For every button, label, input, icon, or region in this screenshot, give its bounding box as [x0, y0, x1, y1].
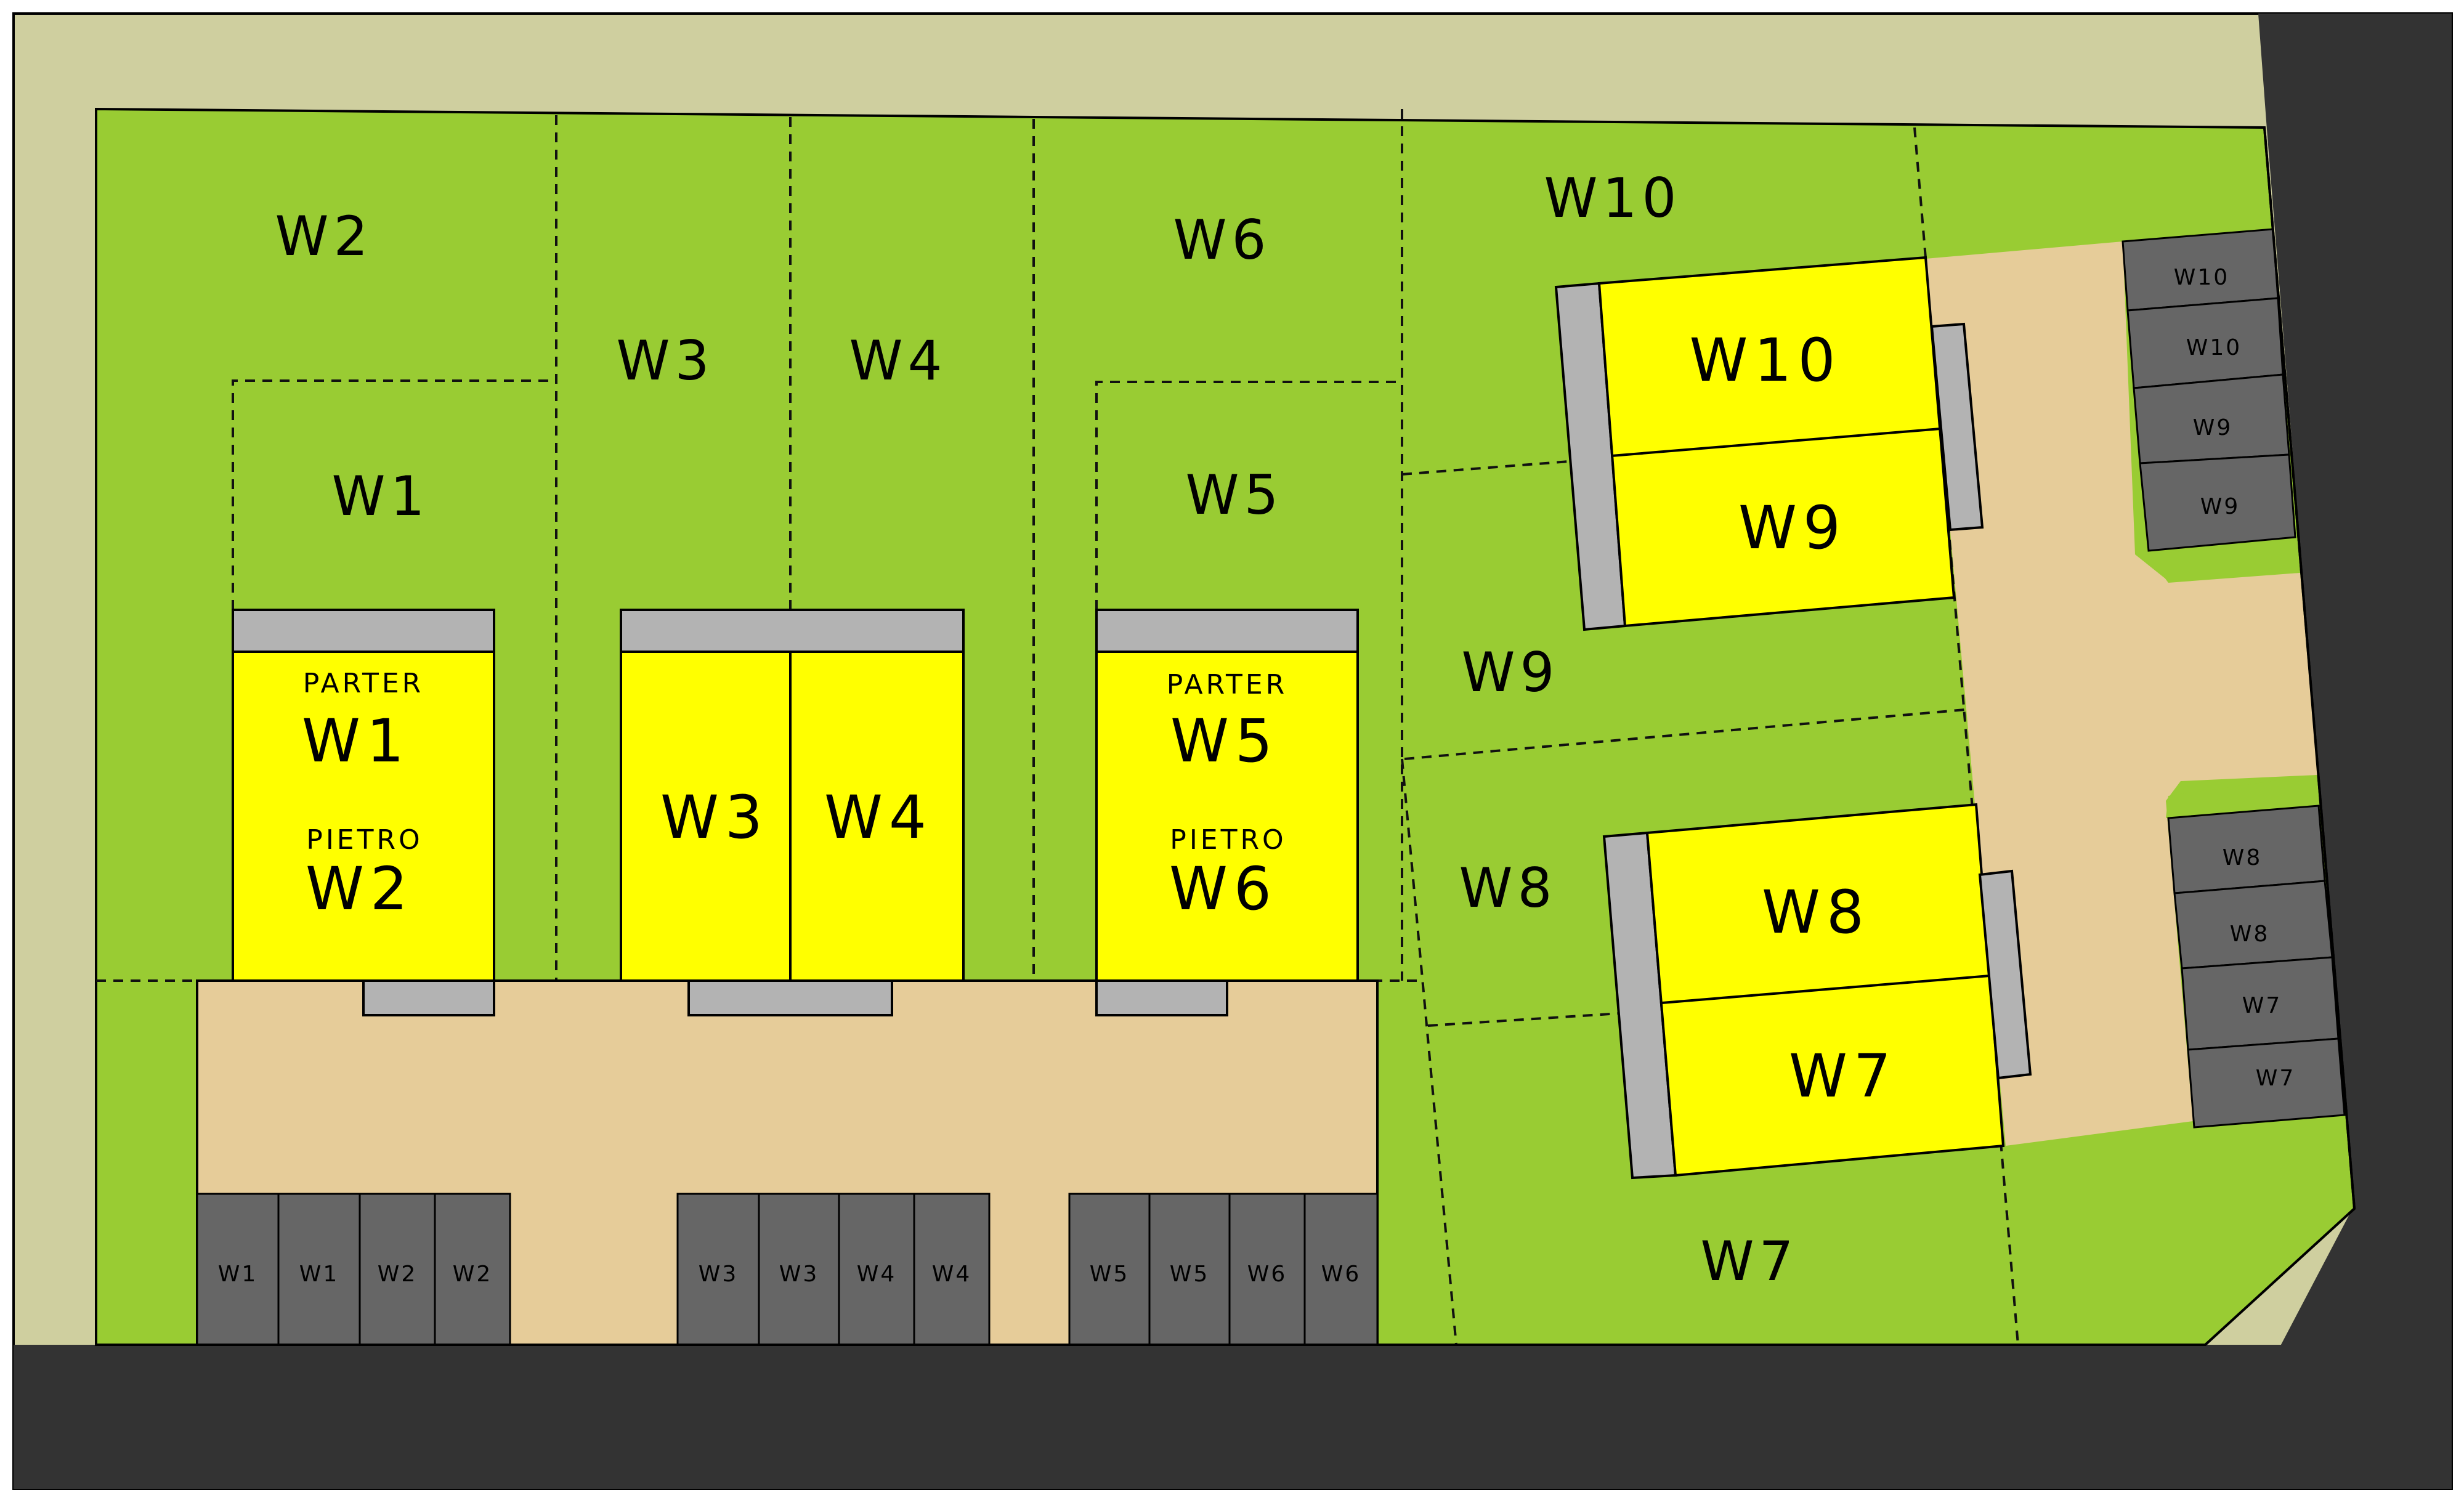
parking-label: W3: [699, 1262, 739, 1287]
parking-space: [1148, 1193, 1231, 1346]
parking-label: W8: [2223, 845, 2263, 870]
house-a-upper-unit: W2: [306, 854, 414, 923]
parking-label: W7: [2256, 1066, 2296, 1091]
parking-label: W10: [2186, 335, 2242, 360]
house-a-ground-unit: W1: [302, 707, 410, 776]
terrace-d-right: [1930, 322, 1984, 532]
parking-space: [359, 1193, 436, 1346]
parking-label: W9: [2193, 415, 2233, 440]
terrace-c-top: [1095, 609, 1359, 653]
plot-label-w6: W6: [1173, 208, 1271, 272]
parking-bottom: [196, 1193, 1379, 1346]
parking-label: W9: [2200, 494, 2240, 519]
parking-label: W6: [1247, 1262, 1287, 1287]
terrace-e-right: [1978, 869, 2032, 1080]
house-a: [232, 651, 495, 982]
parking-right-bottom: [2167, 805, 2346, 1129]
house-b: [620, 651, 965, 982]
parking-label: W4: [932, 1262, 972, 1287]
terrace-b-bottom: [687, 979, 893, 1016]
house-c-upper-unit: W6: [1169, 854, 1278, 923]
parking-space: [1068, 1193, 1151, 1346]
parking-label: W1: [299, 1262, 339, 1287]
parking-label: W3: [779, 1262, 819, 1287]
lawn-wedge-bottom: [2166, 775, 2317, 818]
terrace-a-bottom: [362, 979, 495, 1016]
plot-label-w10: W10: [1544, 166, 1682, 230]
parking-label: W2: [453, 1262, 493, 1287]
lawn-wedge-top: [2147, 541, 2299, 583]
parking-label: W5: [1090, 1262, 1130, 1287]
house-e-top-unit: W8: [1762, 878, 1870, 947]
parking-label: W7: [2242, 993, 2282, 1018]
parking-right-top: [2122, 228, 2296, 552]
house-c-ground-unit: W5: [1170, 707, 1279, 776]
parking-right-bottom-labels: W8 W8 W7 W7: [2223, 845, 2296, 1091]
house-b-left-unit: W3: [660, 783, 769, 852]
parking-bottom-labels: W1 W1 W2 W2 W3 W3 W4 W4 W5 W5 W6 W6: [218, 1262, 1361, 1287]
house-b-right-unit: W4: [824, 783, 933, 852]
parking-space: [913, 1193, 991, 1346]
house-d-top-unit: W10: [1689, 326, 1841, 395]
plot-label-w4: W4: [849, 329, 947, 392]
plot-label-w3: W3: [617, 329, 715, 392]
parking-label: W4: [857, 1262, 897, 1287]
terrace-a-top: [232, 609, 495, 653]
house-a-ground-label: PARTER: [303, 668, 424, 699]
plot-label-w8: W8: [1459, 856, 1557, 920]
parking-space: [2139, 453, 2296, 552]
road-bottom: [14, 1345, 2452, 1489]
plot-label-w2: W2: [275, 205, 373, 268]
house-d-bottom-unit: W9: [1738, 493, 1847, 562]
parking-space: [1228, 1193, 1306, 1346]
house-c: [1095, 651, 1359, 982]
road-right: [2205, 14, 2452, 1489]
plot-label-w1: W1: [332, 464, 430, 528]
parking-label: W8: [2230, 922, 2270, 947]
parking-space: [2187, 1037, 2346, 1129]
parking-label: W5: [1170, 1262, 1210, 1287]
house-c-ground-label: PARTER: [1167, 669, 1287, 700]
paving-right: [1926, 241, 2317, 1146]
plot-label-w7: W7: [1701, 1230, 1799, 1293]
parking-label: W6: [1321, 1262, 1361, 1287]
parking-label: W2: [378, 1262, 418, 1287]
parking-right-top-labels: W10 W10 W9 W9: [2174, 265, 2242, 519]
parking-space: [676, 1193, 760, 1346]
parking-label: W1: [218, 1262, 258, 1287]
plot-label-w5: W5: [1186, 463, 1284, 527]
house-a-upper-label: PIETRO: [306, 824, 423, 856]
plot-label-w9: W9: [1462, 641, 1560, 704]
parking-label: W10: [2174, 265, 2229, 290]
house-e-bottom-unit: W7: [1789, 1042, 1897, 1111]
terrace-b-top: [620, 609, 965, 653]
parking-space: [196, 1193, 280, 1346]
house-c-upper-label: PIETRO: [1170, 824, 1286, 856]
terrace-c-bottom: [1095, 979, 1228, 1016]
parking-space: [277, 1193, 361, 1346]
